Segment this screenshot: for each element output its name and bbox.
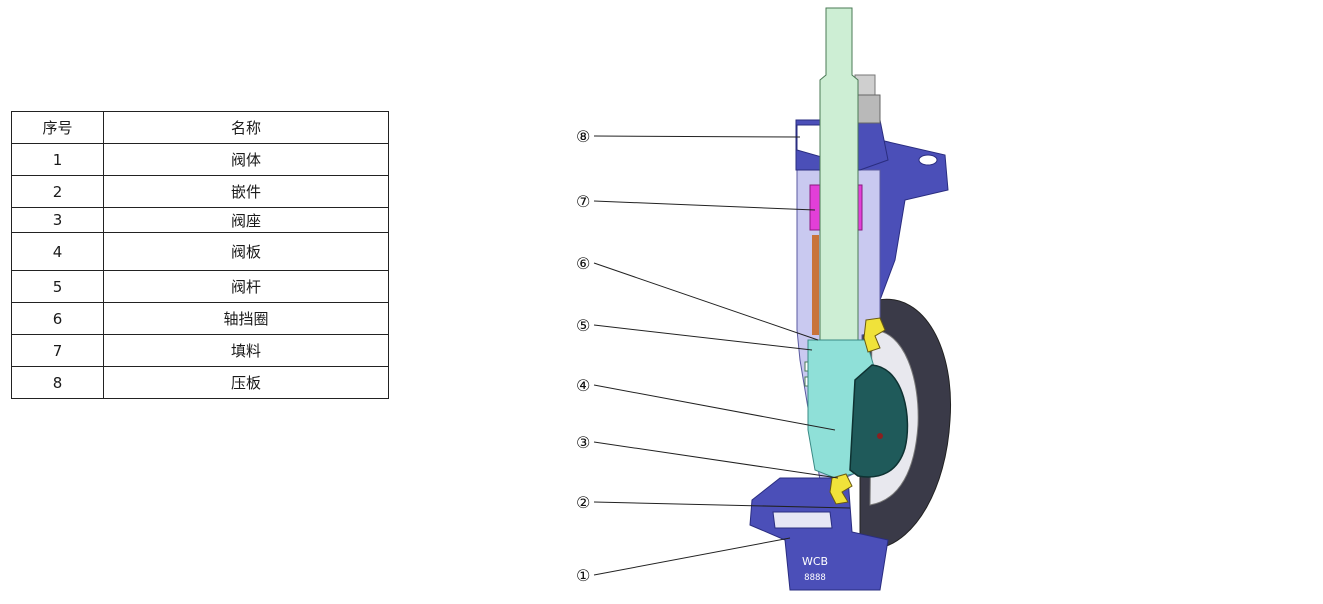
cell-number: 7	[11, 334, 104, 367]
valve-illustration: WCB 8888	[749, 7, 952, 591]
callout-3: ③	[576, 433, 590, 452]
leader-line-2	[593, 501, 851, 509]
leader-line-8	[593, 135, 801, 138]
leader-line-5	[593, 324, 813, 351]
seat-shape	[863, 317, 886, 353]
disc-shape	[849, 364, 909, 478]
cell-name: 阀座	[103, 207, 389, 233]
cell-number: 6	[11, 302, 104, 335]
callout-2: ②	[576, 493, 590, 512]
callout-4: ④	[576, 376, 590, 395]
callout-8: ⑧	[576, 127, 590, 146]
leader-line-3	[593, 441, 839, 479]
cell-name: 轴挡圈	[103, 302, 389, 335]
cell-number: 8	[11, 366, 104, 399]
cell-number: 4	[11, 232, 104, 271]
column-header-number: 序号	[11, 111, 104, 144]
cell-number: 3	[11, 207, 104, 233]
cell-name: 压板	[103, 366, 389, 399]
leader-line-1	[593, 537, 791, 576]
table-header-row: 序号 名称	[11, 111, 389, 144]
cell-number: 1	[11, 143, 104, 176]
leader-lines	[593, 135, 851, 576]
table-row: 8 压板	[11, 366, 389, 399]
table-row: 5 阀杆	[11, 270, 389, 303]
cell-name: 阀板	[103, 232, 389, 271]
cell-name: 阀体	[103, 143, 389, 176]
callouts: ⑧ ⑦ ⑥ ⑤ ④ ③ ② ①	[576, 127, 590, 585]
valve-cutaway-diagram: WCB 8888 ⑧	[576, 7, 952, 591]
callout-1: ①	[576, 566, 590, 585]
body-code-text: 8888	[804, 573, 826, 583]
leader-line-4	[593, 384, 836, 431]
cell-number: 5	[11, 270, 104, 303]
table-row: 6 轴挡圈	[11, 302, 389, 335]
table-row: 3 阀座	[11, 207, 389, 233]
table-row: 1 阀体	[11, 143, 389, 176]
cell-name: 阀杆	[103, 270, 389, 303]
table-row: 2 嵌件	[11, 175, 389, 208]
callout-7: ⑦	[576, 192, 590, 211]
parts-list-table: 序号 名称 1 阀体 2 嵌件 3 阀座 4 阀板 5 阀杆 6 轴挡圈 7	[11, 111, 389, 399]
cell-name: 填料	[103, 334, 389, 367]
body-marking-text: WCB	[802, 555, 828, 568]
leader-line-6	[593, 262, 819, 341]
table-row: 7 填料	[11, 334, 389, 367]
leader-line-7	[593, 200, 816, 211]
cell-name: 嵌件	[103, 175, 389, 208]
table-row: 4 阀板	[11, 232, 389, 271]
callout-5: ⑤	[576, 316, 590, 335]
cell-number: 2	[11, 175, 104, 208]
column-header-name: 名称	[103, 111, 389, 144]
callout-6: ⑥	[576, 254, 590, 273]
